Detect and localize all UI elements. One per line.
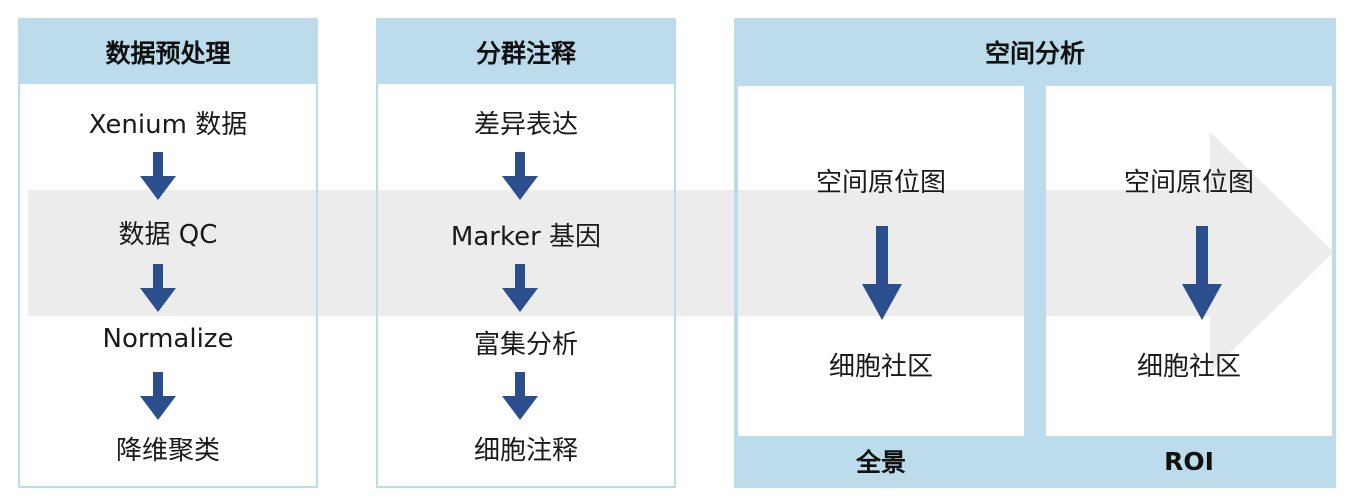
arrow-down-icon	[502, 264, 538, 312]
panel-spatial-analysis: 空间分析 空间原位图 细胞社区 全景 空间原位图 细胞社区 ROI	[734, 18, 1336, 488]
roi-spatial-map: 空间原位图	[1123, 168, 1254, 198]
panorama-spatial-map: 空间原位图	[815, 168, 946, 198]
subpanel-roi: 空间原位图 细胞社区 ROI	[1044, 84, 1334, 488]
step-data-qc: 数据 QC	[118, 220, 218, 250]
panel-cluster-title: 分群注释	[378, 20, 674, 84]
arrow-down-icon	[140, 152, 176, 200]
arrow-down-icon	[502, 372, 538, 420]
step-normalize: Normalize	[102, 324, 234, 354]
step-differential-expression: 差异表达	[473, 110, 578, 140]
subpanel-panorama: 空间原位图 细胞社区 全景	[736, 84, 1026, 488]
roi-label: ROI	[1046, 436, 1332, 486]
arrow-down-icon	[140, 264, 176, 312]
arrow-down-icon	[502, 152, 538, 200]
panel-preprocess-title: 数据预处理	[20, 20, 316, 84]
panorama-cell-community: 细胞社区	[828, 352, 933, 382]
panel-cluster-annotation: 分群注释 差异表达 Marker 基因 富集分析 细胞注释	[376, 18, 676, 488]
step-xenium-data: Xenium 数据	[88, 110, 248, 140]
arrow-down-icon	[1182, 226, 1222, 320]
panorama-label: 全景	[738, 436, 1024, 486]
step-marker-genes: Marker 基因	[450, 222, 602, 252]
arrow-down-icon	[140, 372, 176, 420]
roi-cell-community: 细胞社区	[1136, 352, 1241, 382]
step-cell-annotation: 细胞注释	[473, 436, 578, 466]
panel-spatial-title: 空间分析	[736, 20, 1334, 84]
step-enrichment-analysis: 富集分析	[473, 330, 578, 360]
panel-spatial-divider	[1024, 84, 1046, 488]
arrow-down-icon	[862, 226, 902, 320]
step-dim-reduction-clustering: 降维聚类	[115, 436, 220, 466]
panel-preprocess: 数据预处理 Xenium 数据 数据 QC Normalize 降维聚类	[18, 18, 318, 488]
